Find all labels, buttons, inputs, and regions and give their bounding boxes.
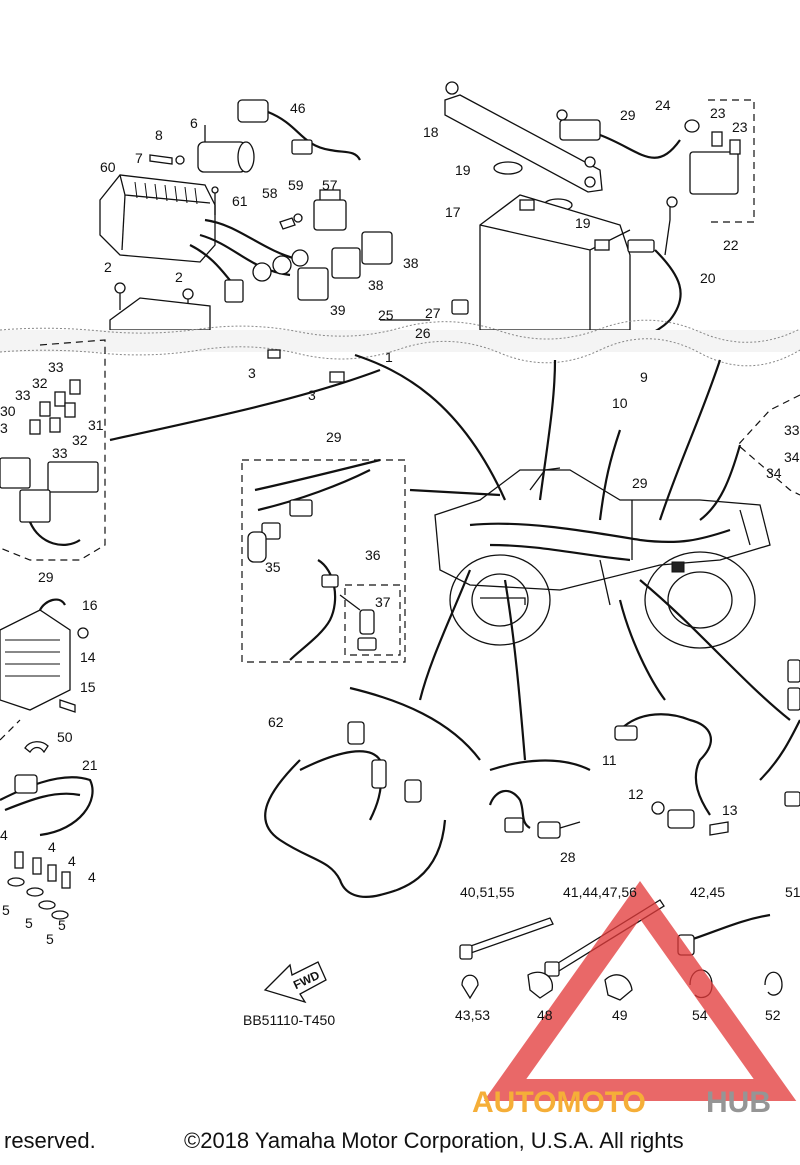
callout: 29 [38, 569, 54, 585]
ecu-group [99, 99, 393, 331]
callout: 33 [52, 445, 68, 461]
callout: 61 [232, 193, 248, 209]
copyright-footer: reserved. ©2018 Yamaha Motor Corporation… [0, 1124, 800, 1156]
callout: 21 [82, 757, 98, 773]
callout: 9 [640, 369, 648, 385]
callout: 43,53 [455, 1007, 490, 1023]
callout: 10 [612, 395, 628, 411]
callout-group: 42,45 [690, 884, 725, 900]
callout: 19 [575, 215, 591, 231]
callout: 35 [265, 559, 281, 575]
sensor-28 [488, 789, 581, 839]
footer-right-text: ©2018 Yamaha Motor Corporation, U.S.A. A… [184, 1128, 684, 1153]
callout: 7 [135, 150, 143, 166]
callout: 4 [68, 853, 76, 869]
callout: 27 [425, 305, 441, 321]
sensor-11 [614, 713, 729, 836]
leader-lines [109, 353, 800, 781]
callout-group: 40,51,55 [460, 884, 515, 900]
callout: 46 [290, 100, 306, 116]
callout: 31 [88, 417, 104, 433]
regulator-group [0, 598, 89, 741]
diagram-code: BB51110-T450 [243, 1012, 335, 1028]
callout: 5 [46, 931, 54, 947]
callout: 32 [32, 375, 48, 391]
callout: 5 [58, 917, 66, 933]
callout: 34 [766, 465, 782, 481]
callout: 5 [25, 915, 33, 931]
detail-box [241, 458, 406, 663]
callout: 4 [48, 839, 56, 855]
callout: 8 [155, 127, 163, 143]
callout: 6 [190, 115, 198, 131]
callout: 29 [632, 475, 648, 491]
right-partial-group [737, 394, 800, 807]
callout: 23 [710, 105, 726, 121]
callout: 32 [72, 432, 88, 448]
callout: 23 [732, 119, 748, 135]
callout: 12 [628, 786, 644, 802]
callout: 26 [415, 325, 431, 341]
callout-group: 41,44,47,56 [563, 884, 637, 900]
callout: 18 [423, 124, 439, 140]
callout: 49 [612, 1007, 628, 1023]
watermark-part1: AUTOMOTO [472, 1086, 646, 1119]
fwd-arrow-icon: FWD [263, 961, 327, 1004]
callout: 60 [100, 159, 116, 175]
callout: 59 [288, 177, 304, 193]
callout: 62 [268, 714, 284, 730]
callout: 28 [560, 849, 576, 865]
callout: 50 [57, 729, 73, 745]
callout: 20 [700, 270, 716, 286]
fuse-box-group [0, 339, 345, 561]
callout: 25 [378, 307, 394, 323]
callout: 22 [723, 237, 739, 253]
callout: 24 [655, 97, 671, 113]
callout: 29 [326, 429, 342, 445]
callout: 52 [765, 1007, 781, 1023]
callout: 1 [385, 349, 393, 365]
callout: 58 [262, 185, 278, 201]
callout: 33 [784, 422, 800, 438]
callout-labels: 46 6 8 7 60 61 58 59 57 38 38 39 2 2 18 … [0, 97, 800, 1023]
callout: 48 [537, 1007, 553, 1023]
callout: 11 [602, 752, 617, 768]
callout: 15 [80, 679, 96, 695]
callout: 17 [445, 204, 461, 220]
callout: 2 [104, 259, 112, 275]
callout: 13 [722, 802, 738, 818]
callout: 34 [784, 449, 800, 465]
callout: 14 [80, 649, 96, 665]
watermark-part2: HUB [706, 1086, 771, 1119]
callout: 3 [308, 387, 316, 403]
callout: 30 [0, 403, 16, 419]
callout: 33 [48, 359, 64, 375]
callout: 38 [368, 277, 384, 293]
battery-group [380, 81, 755, 347]
callout: 16 [82, 597, 98, 613]
harness-62 [264, 721, 447, 898]
callout: 33 [15, 387, 31, 403]
wire-sensor-group [0, 741, 94, 920]
callout: 38 [403, 255, 419, 271]
callout: 37 [375, 594, 391, 610]
callout: 19 [455, 162, 471, 178]
callout: 5 [2, 902, 10, 918]
footer-left-text: reserved. [4, 1128, 96, 1153]
callout: 57 [322, 177, 338, 193]
callout: 54 [692, 1007, 708, 1023]
callout: 36 [365, 547, 381, 563]
callout: 4 [0, 827, 8, 843]
torn-strip [0, 319, 800, 367]
callout: 29 [620, 107, 636, 123]
automotohub-watermark: AUTOMOTO HUB [472, 881, 797, 1119]
callout: 3 [0, 420, 8, 436]
callout-group: 51 [785, 884, 800, 900]
callout: 2 [175, 269, 183, 285]
callout: 39 [330, 302, 346, 318]
callout: 3 [248, 365, 256, 381]
callout: 4 [88, 869, 96, 885]
